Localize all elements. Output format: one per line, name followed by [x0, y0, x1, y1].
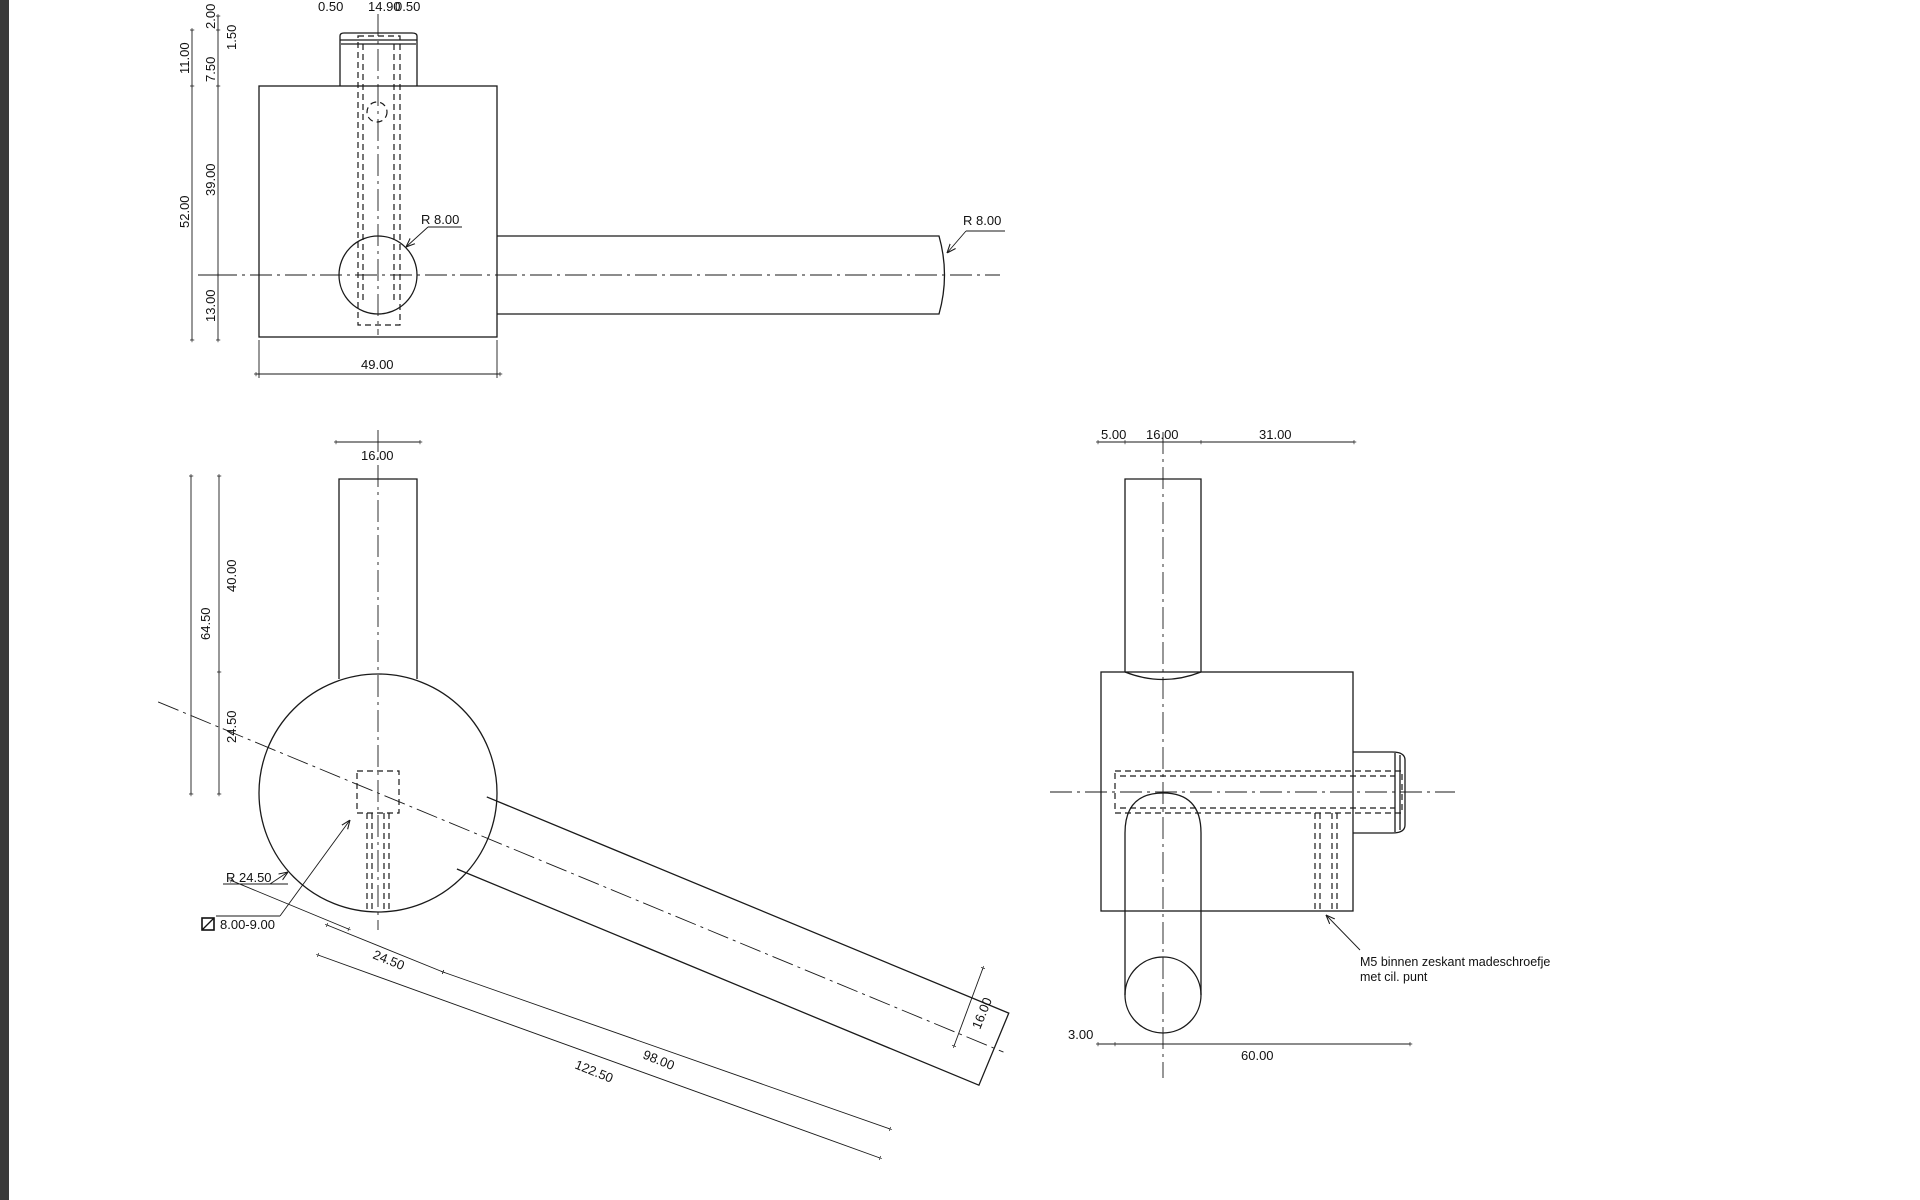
dim-16-00-side: 16.00	[1146, 427, 1179, 442]
side-hidden-bore	[1114, 770, 1403, 814]
dim-52-00: 52.00	[177, 195, 192, 228]
dim-7-50: 7.50	[203, 57, 218, 82]
dim-122-50: 122.50	[573, 1057, 615, 1086]
dim-16-00-stem: 16.00	[361, 448, 394, 463]
window-edge	[0, 0, 9, 1200]
radius-body-label: R 24.50	[226, 870, 272, 885]
side-body-outline	[1100, 671, 1354, 912]
front-hidden-socket	[356, 770, 400, 814]
dim-0-50-left: 0.50	[318, 0, 343, 14]
top-hidden-bore	[357, 35, 401, 326]
hex-range-label: 8.00-9.00	[220, 917, 275, 932]
front-view: 16.00 64.50 40.00 24.50 R 24.50 8.00-9.0…	[157, 430, 1010, 1161]
dim-24-50-arm: 24.50	[371, 947, 407, 973]
dim-14-90: 14.90	[368, 0, 401, 14]
radius-end-label: R 8.00	[963, 213, 1001, 228]
side-cap-outline	[1353, 751, 1406, 834]
dim-39-00: 39.00	[203, 163, 218, 196]
dim-16-00-arm: 16.00	[969, 995, 995, 1031]
dim-40-00: 40.00	[224, 559, 239, 592]
front-arm-outline	[456, 796, 1010, 1087]
radius-hole-label: R 8.00	[421, 212, 459, 227]
dim-2-00: 2.00	[203, 4, 218, 29]
dim-49-00: 49.00	[361, 357, 394, 372]
top-hidden-hole	[366, 101, 388, 123]
front-arm-centerline	[157, 701, 1004, 1053]
dim-24-50-vert: 24.50	[224, 710, 239, 743]
dim-0-50-right: 0.50	[395, 0, 420, 14]
side-view: 5.00 16.00 31.00 3.00 60.00 M5 binnen ze…	[1050, 427, 1550, 1078]
dim-60-00: 60.00	[1241, 1048, 1274, 1063]
note-line-1: M5 binnen zeskant madeschroefje	[1360, 955, 1550, 969]
dim-98-00: 98.00	[641, 1047, 677, 1073]
dim-11-00: 11.00	[177, 42, 192, 74]
note-line-2: met cil. punt	[1360, 970, 1428, 984]
dim-31-00: 31.00	[1259, 427, 1292, 442]
dim-5-00: 5.00	[1101, 427, 1126, 442]
dim-13-00: 13.00	[203, 289, 218, 322]
top-cap-outline	[339, 32, 418, 86]
dim-64-50: 64.50	[198, 607, 213, 640]
dim-3-00: 3.00	[1068, 1027, 1093, 1042]
hex-square-symbol	[201, 917, 215, 931]
top-view: 0.50 14.90 0.50 2.00 1.50 11.00 7.50 52.…	[177, 0, 1005, 378]
dim-1-50: 1.50	[224, 25, 239, 50]
